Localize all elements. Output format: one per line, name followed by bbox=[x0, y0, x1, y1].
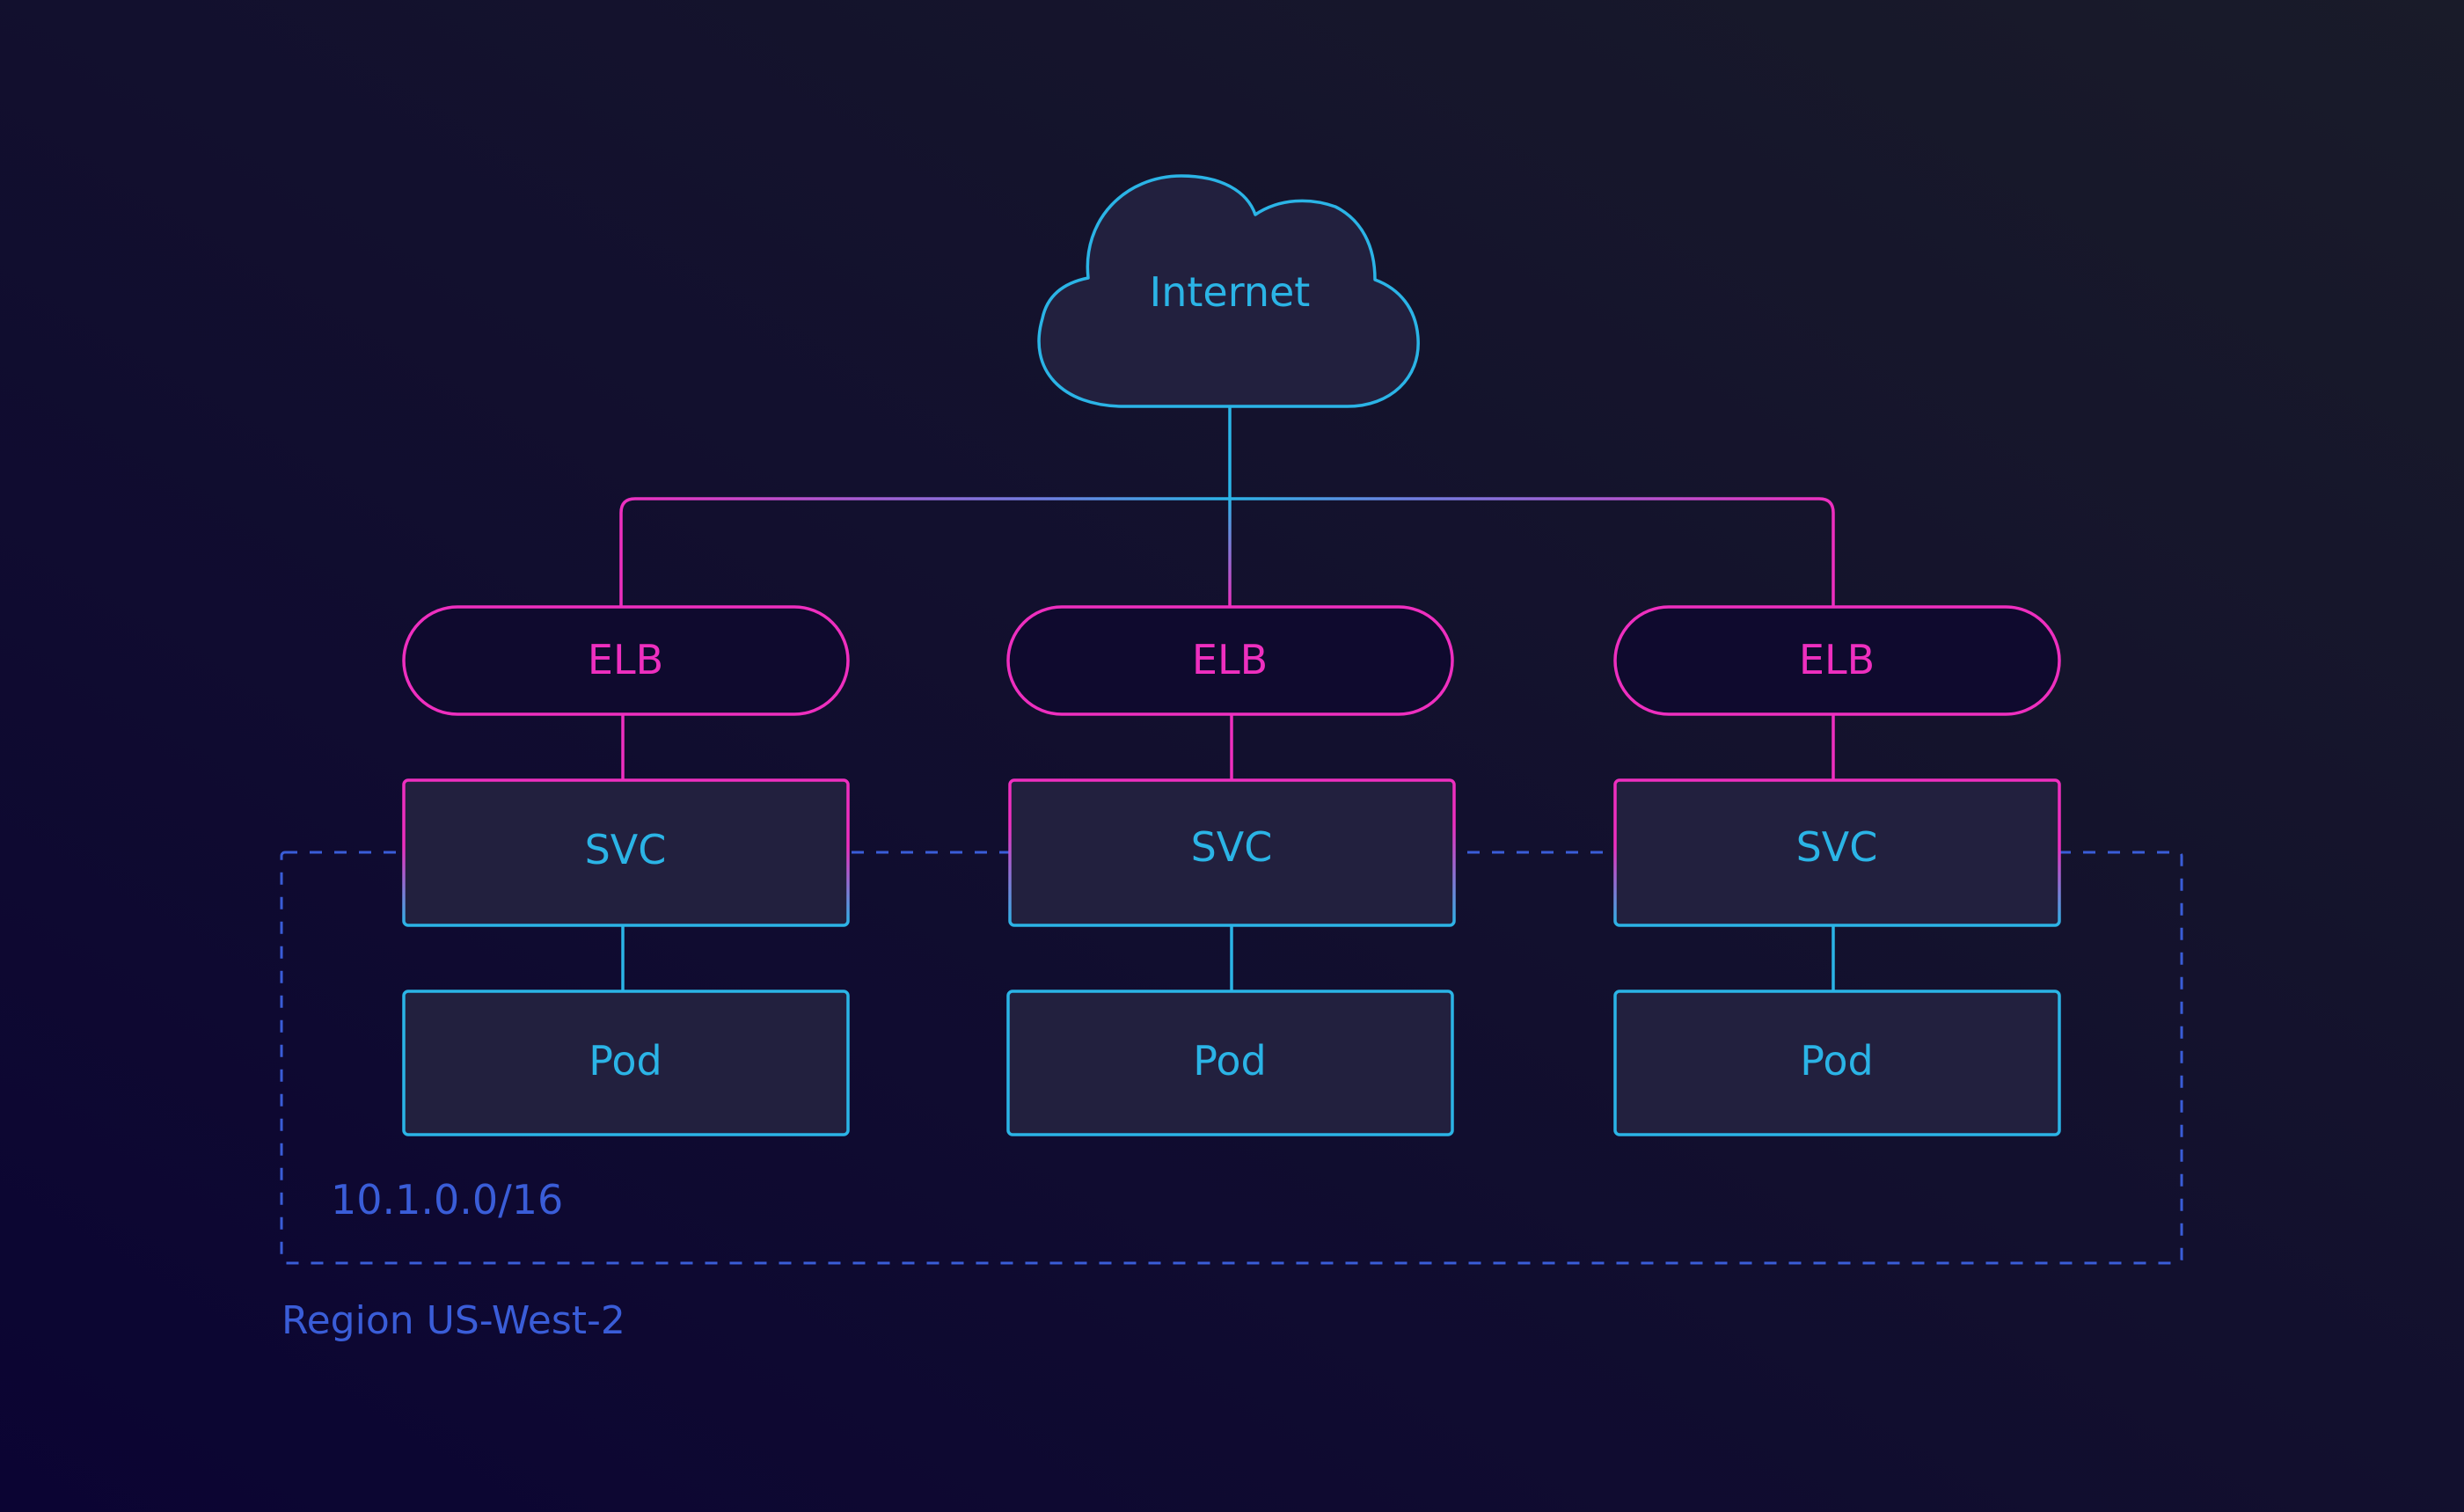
pod-node-3: Pod bbox=[1613, 990, 2061, 1136]
pod-label: Pod bbox=[1800, 1037, 1873, 1085]
pod-label: Pod bbox=[1193, 1037, 1266, 1085]
pod-node-2: Pod bbox=[1006, 990, 1454, 1136]
elb-label: ELB bbox=[1192, 636, 1268, 683]
elb-node-3: ELB bbox=[1613, 605, 2061, 716]
elb-label: ELB bbox=[588, 636, 663, 683]
elb-shape bbox=[1613, 605, 2061, 716]
pod-shape bbox=[1613, 990, 2061, 1136]
elb-node-1: ELB bbox=[402, 605, 850, 716]
elb-label: ELB bbox=[1799, 636, 1875, 683]
svc-shape bbox=[1613, 778, 2061, 927]
svc-label: SVC bbox=[1796, 823, 1878, 871]
svc-node-1: SVC bbox=[402, 778, 850, 927]
pod-shape bbox=[402, 990, 850, 1136]
svc-node-3: SVC bbox=[1613, 778, 2061, 927]
elb-shape bbox=[402, 605, 850, 716]
svc-label: SVC bbox=[585, 826, 667, 873]
cloud-icon bbox=[1037, 174, 1420, 408]
pod-label: Pod bbox=[589, 1037, 662, 1085]
distribution-bus bbox=[619, 497, 1835, 607]
elb-node-2: ELB bbox=[1006, 605, 1454, 716]
pod-shape bbox=[1006, 990, 1454, 1136]
region-label: Region US-West-2 bbox=[281, 1298, 625, 1343]
svc-shape bbox=[402, 778, 850, 927]
internet-label: Internet bbox=[1150, 268, 1311, 316]
vpc-cidr-label: 10.1.0.0/16 bbox=[331, 1176, 563, 1223]
svc-label: SVC bbox=[1191, 823, 1273, 871]
svc-node-2: SVC bbox=[1008, 778, 1456, 927]
pod-node-1: Pod bbox=[402, 990, 850, 1136]
elb-shape bbox=[1006, 605, 1454, 716]
internet-node: Internet bbox=[1037, 174, 1420, 408]
svc-shape bbox=[1008, 778, 1456, 927]
